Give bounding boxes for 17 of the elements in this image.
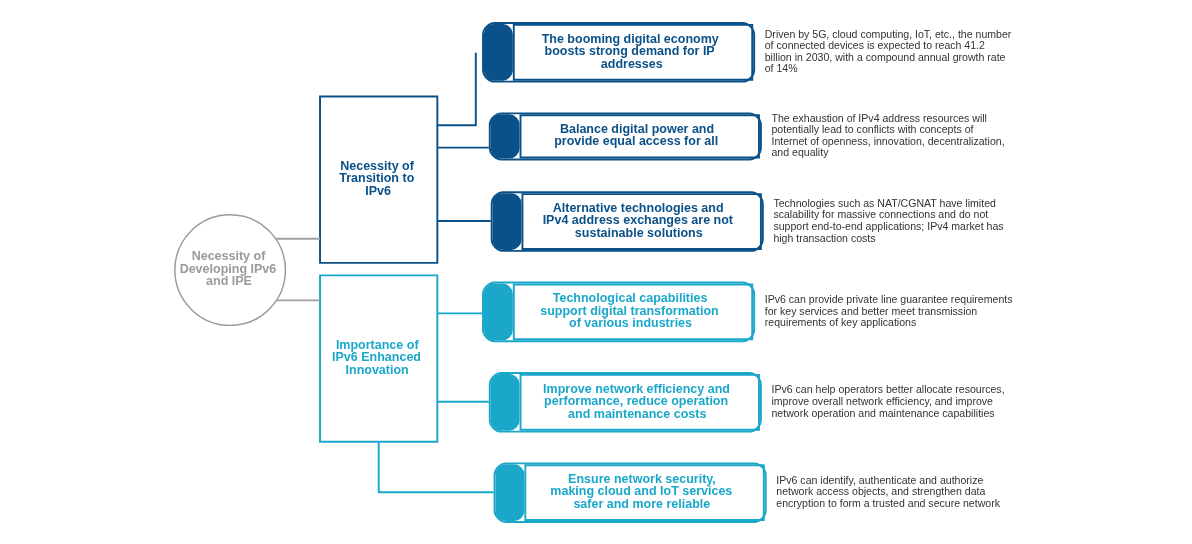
connector	[274, 237, 321, 240]
node-label: Technologies such as NAT/CGNAT have limited scalability for massive connections and do not support end-to-end applications; IPv4 market has high transaction costs	[773, 196, 1004, 244]
connector	[377, 441, 495, 494]
node-label: IPv6 can identify, authenticate and authorize network access objects, and strengthen data encryption to form a trusted and secure network	[776, 473, 1000, 509]
connector	[436, 400, 490, 403]
node-label: IPv6 can provide private line guarantee requirements for key services and better meet transmission requirements of key applications	[764, 293, 1013, 329]
node-circle: Necessity of Developing IPv6 and IPE	[174, 214, 287, 327]
node-box: Importance of IPv6 Enhanced Innovation	[319, 274, 439, 443]
connector	[436, 220, 492, 222]
node-box: Necessity of Transition to IPv6	[319, 95, 439, 264]
connector	[436, 51, 477, 127]
connector	[275, 299, 321, 302]
node-label: IPv6 can help operators better allocate resources, improve overall network efficiency, and improve network operation and maintenance capabilities	[771, 383, 1005, 419]
connector	[436, 312, 483, 315]
node-label: The exhaustion of IPv4 address resources will potentially lead to conflicts with concepts of Internet of openness, innovation, decentralization, and equality	[771, 111, 1005, 159]
node-label: Driven by 5G, cloud computing, IoT, etc., the number of connected devices is expected to reach 41.2 billion in 2030, with a compound annual growth rate of 14%	[764, 27, 1012, 75]
connector	[436, 146, 490, 149]
